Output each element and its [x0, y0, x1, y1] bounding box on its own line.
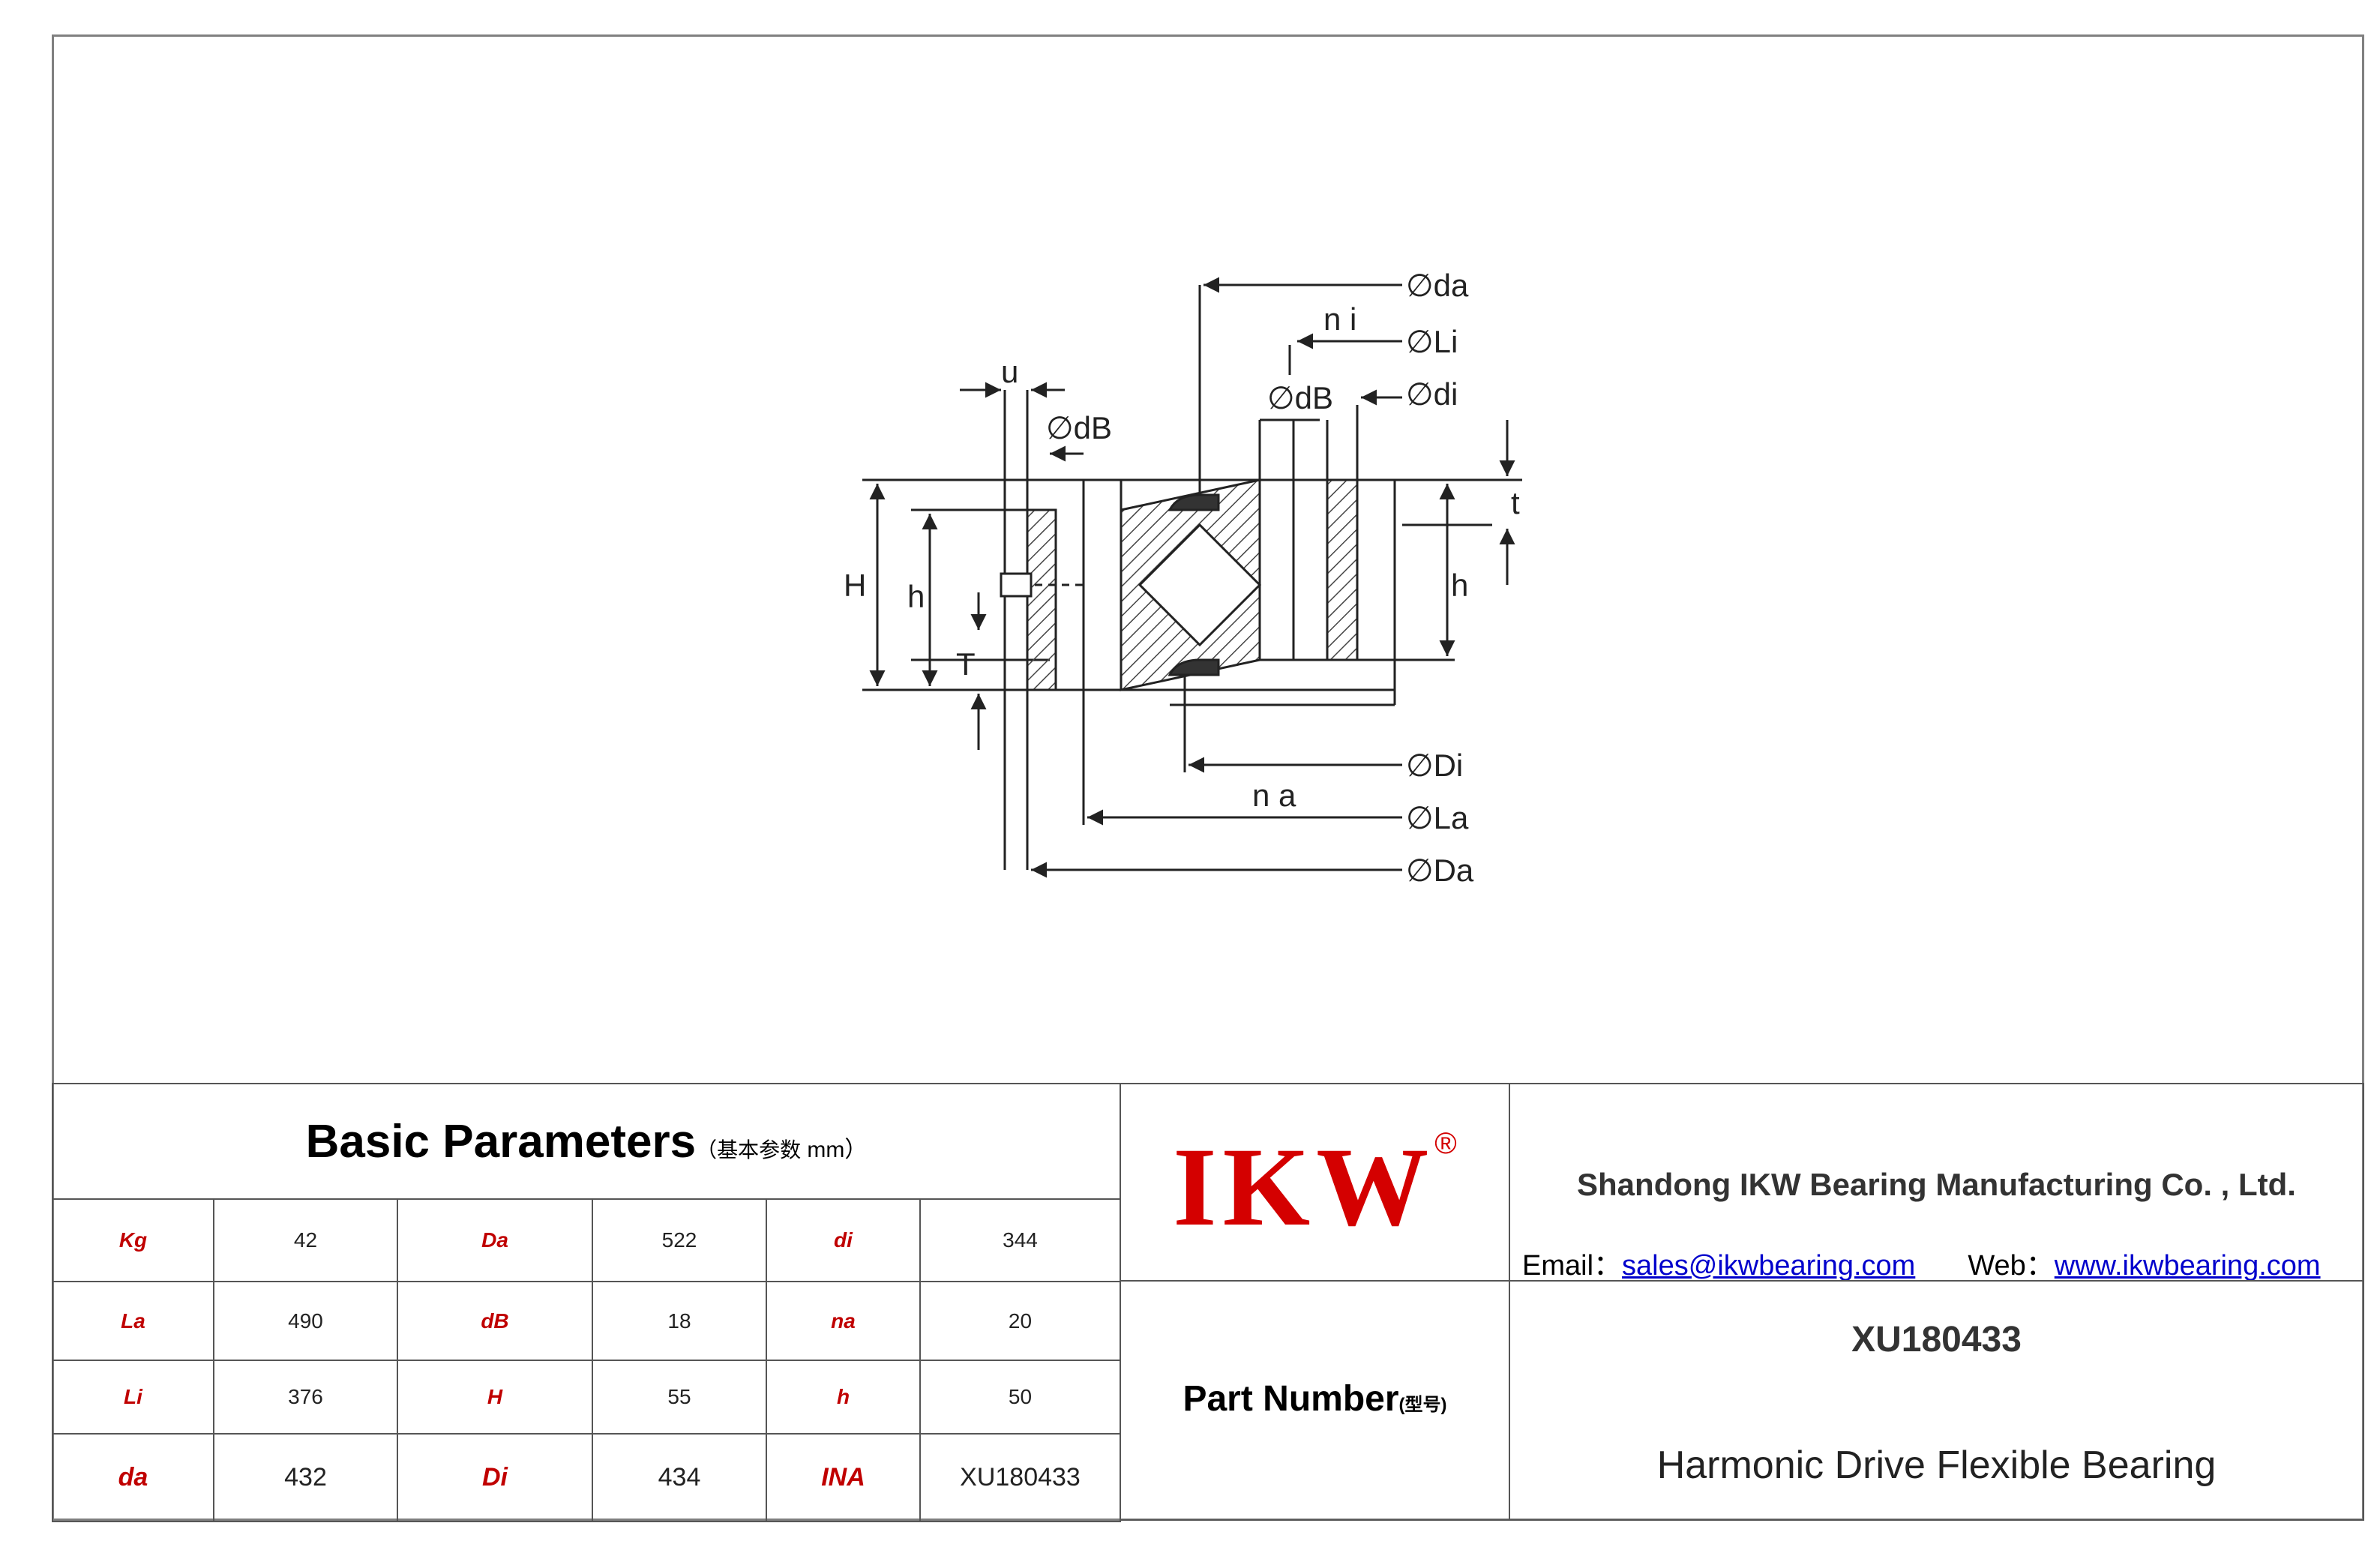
param-label: di — [766, 1198, 921, 1282]
param-value: 432 — [213, 1433, 398, 1522]
param-label: Da — [397, 1198, 593, 1282]
params-title-cell: Basic Parameters（基本参数 mm） — [52, 1083, 1121, 1200]
web-link[interactable]: www.ikwbearing.com — [2054, 1250, 2321, 1282]
param-label: Di — [397, 1433, 593, 1522]
table-row: La 490 dB 18 na 20 — [52, 1281, 1121, 1361]
param-value: 344 — [919, 1198, 1121, 1282]
logo-cell: IKW® — [1120, 1083, 1510, 1282]
part-number-label-text: Part Number — [1183, 1379, 1399, 1419]
label-h-left: h — [907, 579, 925, 614]
registered-mark: ® — [1434, 1126, 1457, 1160]
param-value: XU180433 — [919, 1433, 1121, 1522]
param-value: 490 — [213, 1281, 398, 1361]
param-label: INA — [766, 1433, 921, 1522]
param-value: 18 — [592, 1281, 767, 1361]
web-label: Web： — [1968, 1250, 2055, 1282]
label-da: ∅da — [1406, 268, 1469, 303]
part-number-value: XU180433 — [1851, 1320, 2022, 1360]
ikw-logo: IKW® — [1173, 1123, 1457, 1252]
email-link[interactable]: sales@ikwbearing.com — [1622, 1250, 1916, 1282]
email-label: Email： — [1522, 1250, 1623, 1282]
param-label: Kg — [52, 1198, 214, 1282]
params-title: Basic Parameters — [305, 1115, 697, 1168]
label-h-right: h — [1451, 568, 1468, 603]
label-db-right: ∅dB — [1267, 380, 1333, 415]
logo-text: IKW — [1173, 1124, 1435, 1249]
label-H: H — [844, 568, 866, 603]
label-Da: ∅Da — [1406, 853, 1474, 888]
bearing-cross-section-diagram: ∅da n i ∅Li ∅di ∅dB ∅dB u t H h h T ∅Di … — [844, 268, 1522, 888]
part-description: Harmonic Drive Flexible Bearing — [1656, 1444, 2217, 1487]
label-t: t — [1511, 485, 1520, 520]
param-value: 50 — [919, 1360, 1121, 1435]
label-db-left: ∅dB — [1046, 410, 1112, 445]
param-label: na — [766, 1281, 921, 1361]
company-name: Shandong IKW Bearing Manufacturing Co. ,… — [1577, 1167, 2296, 1202]
table-row: da 432 Di 434 INA XU180433 — [52, 1433, 1121, 1522]
param-value: 20 — [919, 1281, 1121, 1361]
param-value: 55 — [592, 1360, 767, 1435]
params-unit: mm） — [801, 1137, 868, 1162]
label-na: n a — [1252, 778, 1296, 813]
label-T: T — [956, 646, 976, 682]
part-number-value-cell: XU180433 Harmonic Drive Flexible Bearing — [1509, 1280, 2364, 1521]
param-label: H — [397, 1360, 593, 1435]
label-ni: n i — [1323, 301, 1356, 337]
part-number-label: Part Number(型号) — [1183, 1378, 1446, 1420]
label-Di: ∅Di — [1406, 748, 1463, 783]
param-value: 42 — [213, 1198, 398, 1282]
company-cell: Shandong IKW Bearing Manufacturing Co. ,… — [1509, 1083, 2364, 1282]
label-li: ∅Li — [1406, 324, 1458, 359]
basic-parameters-table: Basic Parameters（基本参数 mm） Kg 42 Da 522 d… — [52, 1083, 1121, 1522]
table-row: Li 376 H 55 h 50 — [52, 1360, 1121, 1435]
contact-line: Email：sales@ikwbearing.com Web：www.ikwbea… — [1522, 1242, 2321, 1283]
param-label: da — [52, 1433, 214, 1522]
param-value: 376 — [213, 1360, 398, 1435]
part-number-label-sub: (型号) — [1398, 1395, 1447, 1415]
param-label: La — [52, 1281, 214, 1361]
param-label: dB — [397, 1281, 593, 1361]
part-number-label-cell: Part Number(型号) — [1120, 1280, 1510, 1521]
param-label: h — [766, 1360, 921, 1435]
param-label: Li — [52, 1360, 214, 1435]
table-row: Kg 42 Da 522 di 344 — [52, 1198, 1121, 1282]
label-di: ∅di — [1406, 376, 1458, 412]
label-u: u — [1001, 354, 1018, 389]
label-La: ∅La — [1406, 800, 1469, 835]
param-value: 434 — [592, 1433, 767, 1522]
params-subtitle: （基本参数 — [696, 1138, 802, 1162]
param-value: 522 — [592, 1198, 767, 1282]
